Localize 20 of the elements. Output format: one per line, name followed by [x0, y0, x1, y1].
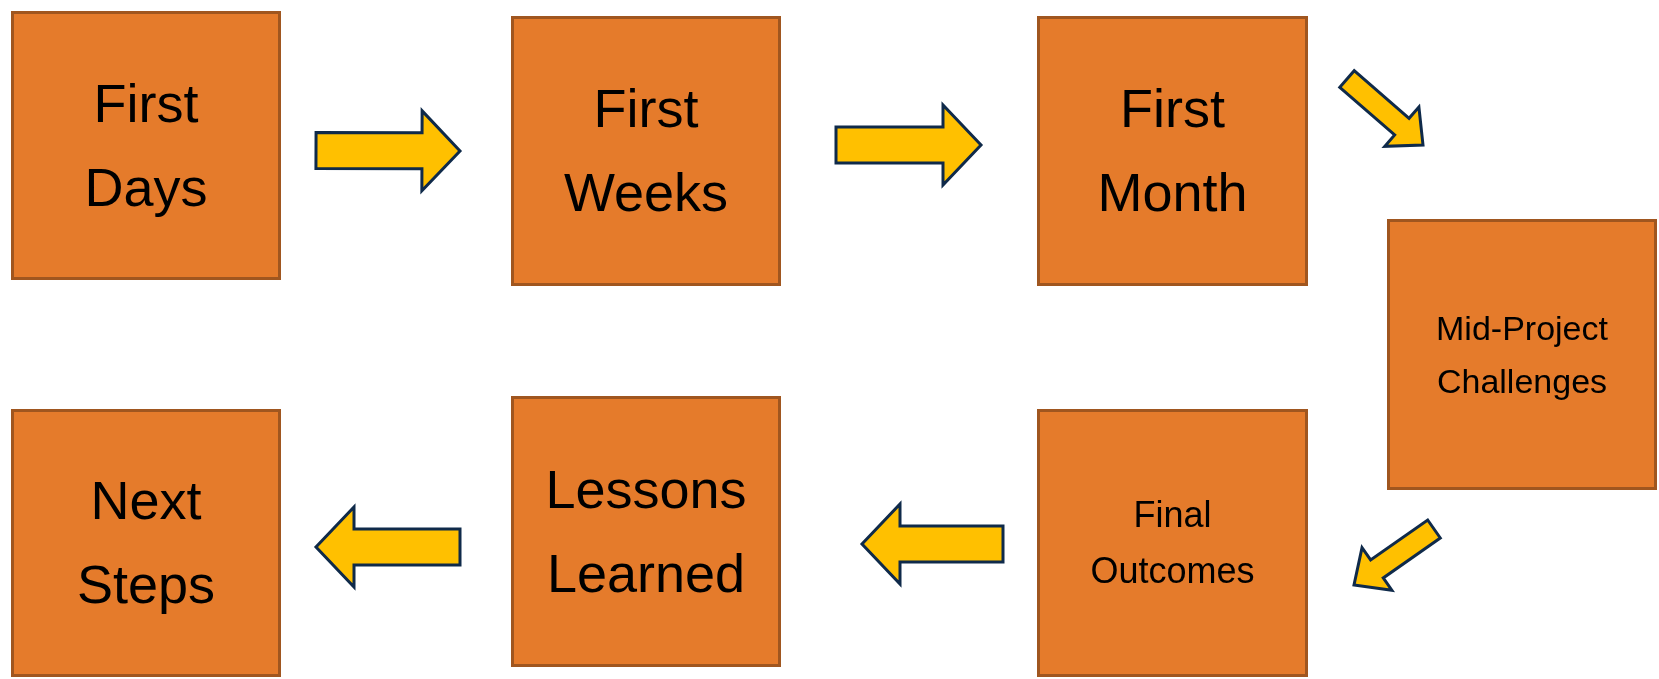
stage-box	[511, 396, 781, 667]
stage-label: Next Steps	[75, 469, 217, 616]
stage-box	[11, 11, 281, 280]
block-arrow	[314, 107, 463, 195]
stage-label: Lessons Learned	[544, 457, 748, 605]
stage-box	[1037, 409, 1308, 677]
stage-label: Final Outcomes	[1089, 493, 1256, 593]
block-arrow	[1352, 517, 1443, 593]
stage-box	[1387, 219, 1657, 490]
block-arrow	[834, 101, 984, 189]
block-arrow	[313, 503, 462, 591]
stage-label: Mid-Project Challenges	[1435, 307, 1609, 402]
block-arrow	[859, 500, 1005, 588]
stage-label: First Days	[83, 71, 209, 219]
stage-label: First Weeks	[562, 77, 730, 224]
block-arrow	[1337, 68, 1425, 148]
stage-box	[511, 16, 781, 286]
stage-box	[1037, 16, 1308, 286]
stage-label: First Month	[1096, 77, 1249, 224]
stage-box	[11, 409, 281, 677]
